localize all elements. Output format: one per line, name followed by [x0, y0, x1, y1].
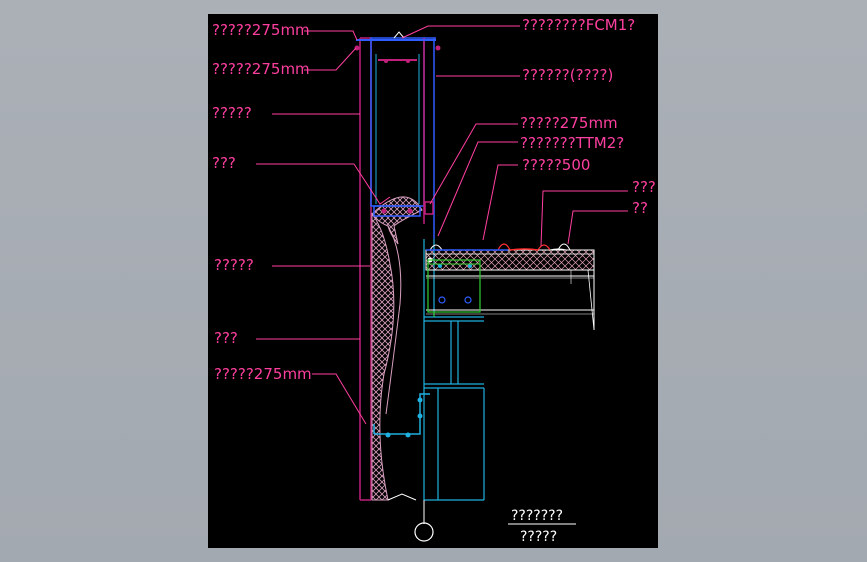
grid-axis-marker	[414, 500, 434, 542]
wall-insulation	[371, 196, 423, 501]
beam-connection	[427, 259, 481, 317]
title-line-2: ?????	[520, 529, 557, 545]
label-right-4: ???????TTM2?	[520, 134, 624, 152]
label-right-2: ??????(????)	[522, 66, 613, 84]
label-left-1: ?????275mm	[212, 21, 310, 39]
label-left-2: ?????275mm	[212, 60, 310, 78]
label-left-5: ?????	[214, 256, 254, 274]
label-right-5: ?????500	[522, 156, 590, 174]
parapet-frame	[354, 31, 441, 239]
label-right-7: ??	[632, 199, 648, 217]
roof-assembly	[425, 243, 595, 331]
title-line-1: ???????	[511, 508, 563, 524]
leader-lines	[256, 25, 628, 425]
label-right-1: ????????FCM1?	[522, 16, 635, 34]
lower-bracket	[373, 393, 430, 438]
wall-panel	[359, 37, 372, 501]
mid-bracket	[373, 201, 434, 217]
label-left-3: ?????	[212, 104, 252, 122]
label-right-3: ?????275mm	[520, 114, 618, 132]
section-detail-drawing: ?????275mm ?????275mm ????? ??? ????? ??…	[212, 16, 656, 545]
drawing-title: ??????? ?????	[508, 508, 576, 545]
label-left-6: ???	[214, 329, 238, 347]
label-left-4: ???	[212, 154, 236, 172]
label-right-6: ???	[632, 178, 656, 196]
label-left-7: ?????275mm	[214, 365, 312, 383]
cad-drawing-canvas[interactable]: ?????275mm ?????275mm ????? ??? ????? ??…	[208, 14, 658, 548]
